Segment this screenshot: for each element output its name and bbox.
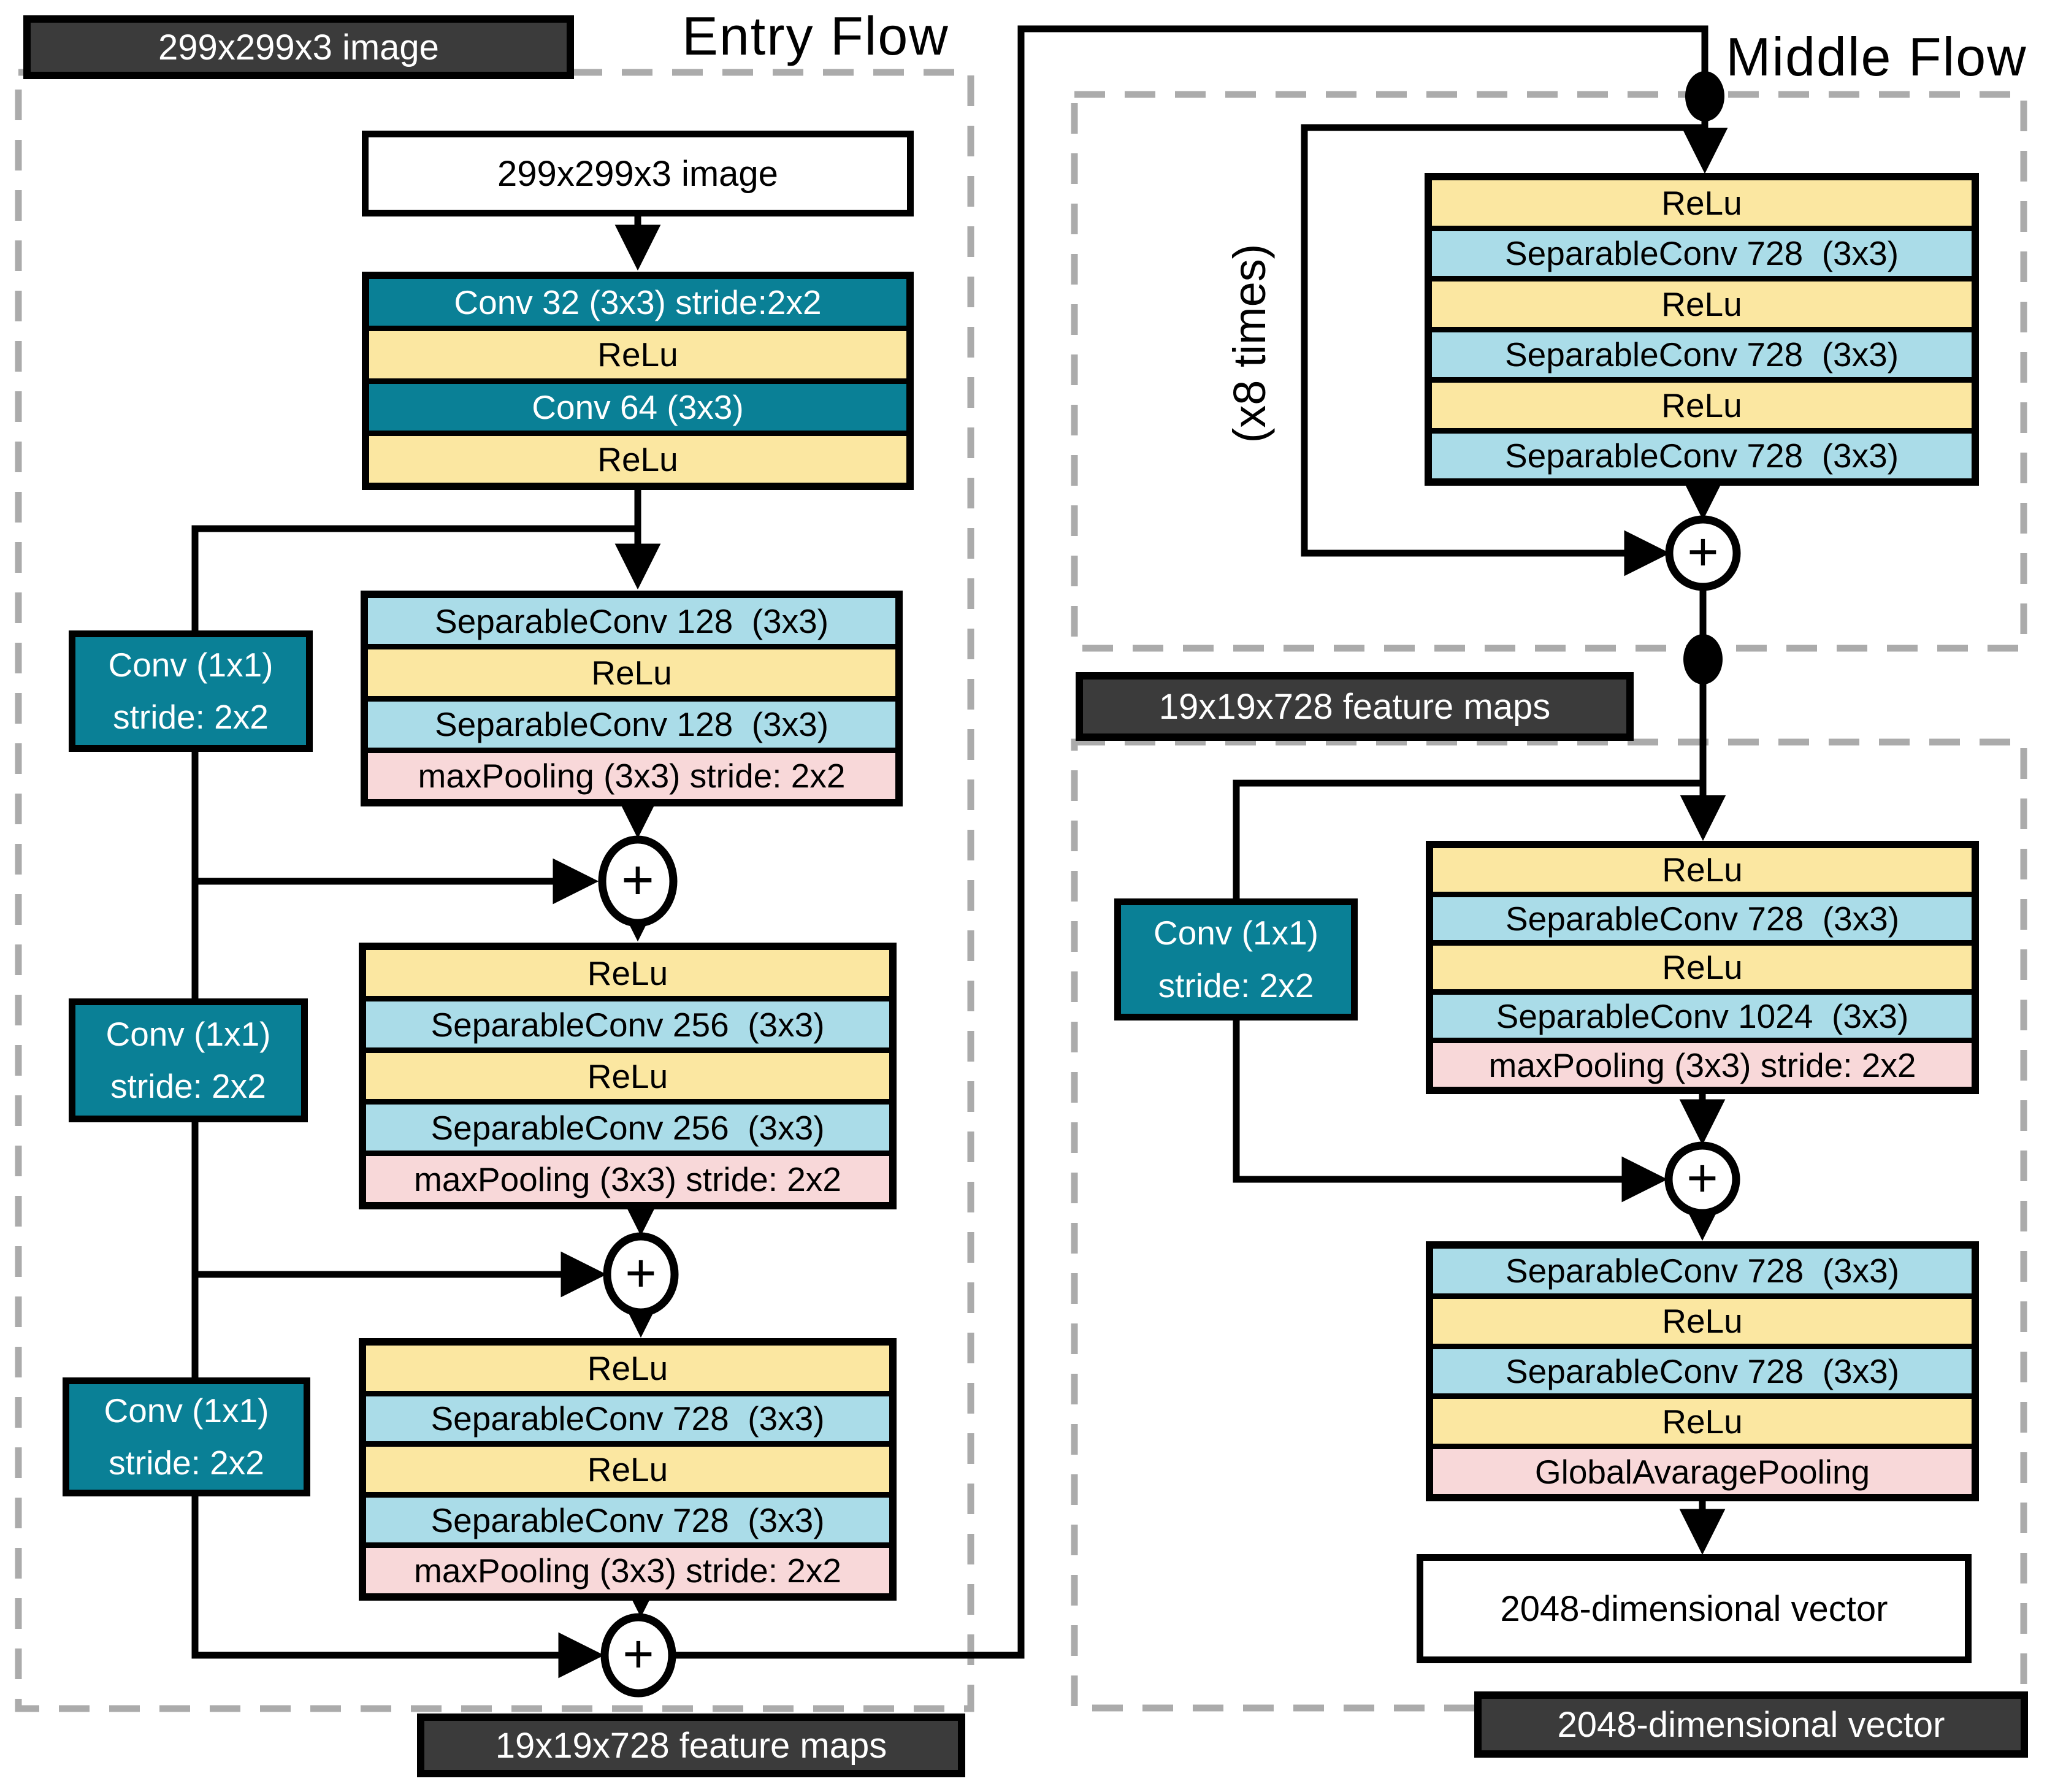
layer-row-pool: maxPooling (3x3) stride: 2x2 <box>1433 1038 1972 1087</box>
wire-skipconv4-into-plus5 <box>1233 1020 1668 1203</box>
wire-branch1-to-skipconv1 <box>191 525 638 630</box>
layer-row-sep: SeparableConv 728 (3x3) <box>1432 326 1972 377</box>
input-image-box: 299x299x3 image <box>362 131 914 216</box>
wire-skip3-into-plus3 <box>191 1496 605 1679</box>
layer-row-relu: ReLu <box>369 430 906 483</box>
output-vector-label: 2048-dimensional vector <box>1500 1588 1888 1629</box>
layer-row-conv: Conv 32 (3x3) stride:2x2 <box>369 279 906 326</box>
plus-node-2: + <box>603 1232 679 1317</box>
layer-row-relu: ReLu <box>1432 180 1972 226</box>
plus-icon: + <box>625 1243 656 1303</box>
skip-conv-line1: Conv (1x1) <box>108 645 274 684</box>
skip-conv-line1: Conv (1x1) <box>1154 914 1318 952</box>
plus-icon: + <box>622 1623 654 1684</box>
entry-flow-title: Entry Flow <box>682 6 949 66</box>
layer-row-sep: SeparableConv 728 (3x3) <box>366 1491 889 1543</box>
layer-row-sep: SeparableConv 728 (3x3) <box>1432 225 1972 276</box>
plus-icon: + <box>1687 521 1718 582</box>
layer-row-sep: SeparableConv 728 (3x3) <box>1433 891 1972 941</box>
layer-row-relu: ReLu <box>366 1047 889 1099</box>
layer-row-sep: SeparableConv 728 (3x3) <box>1433 1249 1972 1293</box>
skip-conv-line1: Conv (1x1) <box>105 1014 271 1053</box>
middle-flow-title: Middle Flow <box>1726 26 2027 87</box>
layer-row-relu: ReLu <box>369 326 906 378</box>
layer-row-relu: ReLu <box>368 644 895 696</box>
skip-conv-2: Conv (1x1) stride: 2x2 <box>69 998 308 1122</box>
plus-icon: + <box>1686 1147 1718 1208</box>
skip-conv-line1: Conv (1x1) <box>104 1391 269 1430</box>
layer-row-relu: ReLu <box>366 950 889 996</box>
layer-row-sep: SeparableConv 1024 (3x3) <box>1433 989 1972 1038</box>
layer-row-pool: maxPooling (3x3) stride: 2x2 <box>368 747 895 799</box>
output-vector-box: 2048-dimensional vector <box>1417 1554 1972 1663</box>
skip-conv-4: Conv (1x1) stride: 2x2 <box>1114 898 1358 1020</box>
plus-node-5: + <box>1664 1141 1740 1217</box>
layer-row-pool: maxPooling (3x3) stride: 2x2 <box>366 1151 889 1202</box>
layer-row-pool: maxPooling (3x3) stride: 2x2 <box>366 1542 889 1593</box>
middle-flow-boundary <box>1071 91 2027 652</box>
layer-row-relu: ReLu <box>1433 940 1972 989</box>
badge-input-size-label: 299x299x3 image <box>158 27 439 67</box>
junction-dot-middle-in <box>1685 71 1724 121</box>
junction-dot-middle-out <box>1683 634 1723 684</box>
layer-row-sep: SeparableConv 728 (3x3) <box>366 1390 889 1442</box>
layer-row-relu: ReLu <box>1432 377 1972 428</box>
layer-row-relu: ReLu <box>1433 848 1972 892</box>
layer-row-sep: SeparableConv 128 (3x3) <box>368 598 895 645</box>
skip-conv-line2: stride: 2x2 <box>113 698 269 736</box>
plus-node-4: + <box>1665 515 1741 591</box>
layer-row-sep: SeparableConv 728 (3x3) <box>1432 427 1972 478</box>
badge-final-output-label: 2048-dimensional vector <box>1557 1704 1945 1745</box>
x8-times-label: (x8 times) <box>1224 243 1275 443</box>
badge-entry-output: 19x19x728 feature maps <box>417 1714 965 1777</box>
skip-conv-1: Conv (1x1) stride: 2x2 <box>69 630 313 752</box>
skip-conv-line2: stride: 2x2 <box>110 1067 266 1105</box>
layer-row-relu: ReLu <box>366 1346 889 1391</box>
plus-node-3: + <box>600 1613 676 1698</box>
layer-row-relu: ReLu <box>366 1441 889 1492</box>
input-image-label: 299x299x3 image <box>497 153 778 194</box>
layer-row-sep: SeparableConv 728 (3x3) <box>1433 1343 1972 1394</box>
plus-node-1: + <box>598 835 678 927</box>
badge-final-output: 2048-dimensional vector <box>1474 1691 2028 1758</box>
layer-row-relu: ReLu <box>1433 1393 1972 1444</box>
skip-conv-line2: stride: 2x2 <box>1158 966 1314 1005</box>
plus-icon: + <box>621 849 654 911</box>
badge-entry-output-label: 19x19x728 feature maps <box>495 1725 887 1766</box>
layer-row-sep: SeparableConv 128 (3x3) <box>368 695 895 748</box>
badge-middle-output: 19x19x728 feature maps <box>1076 672 1634 741</box>
layer-row-sep: SeparableConv 256 (3x3) <box>366 996 889 1047</box>
layer-row-pool: GlobalAvaragePooling <box>1433 1444 1972 1494</box>
layer-row-sep: SeparableConv 256 (3x3) <box>366 1099 889 1151</box>
layer-row-conv: Conv 64 (3x3) <box>369 378 906 431</box>
skip-conv-line2: stride: 2x2 <box>109 1444 264 1482</box>
wire-x8-loop <box>1301 124 1705 576</box>
skip-conv-3: Conv (1x1) stride: 2x2 <box>63 1377 310 1496</box>
badge-input-size: 299x299x3 image <box>23 15 574 79</box>
layer-row-relu: ReLu <box>1432 276 1972 327</box>
layer-row-relu: ReLu <box>1433 1293 1972 1344</box>
wire-branch-to-skipconv4 <box>1233 779 1703 898</box>
badge-middle-output-label: 19x19x728 feature maps <box>1158 686 1551 727</box>
